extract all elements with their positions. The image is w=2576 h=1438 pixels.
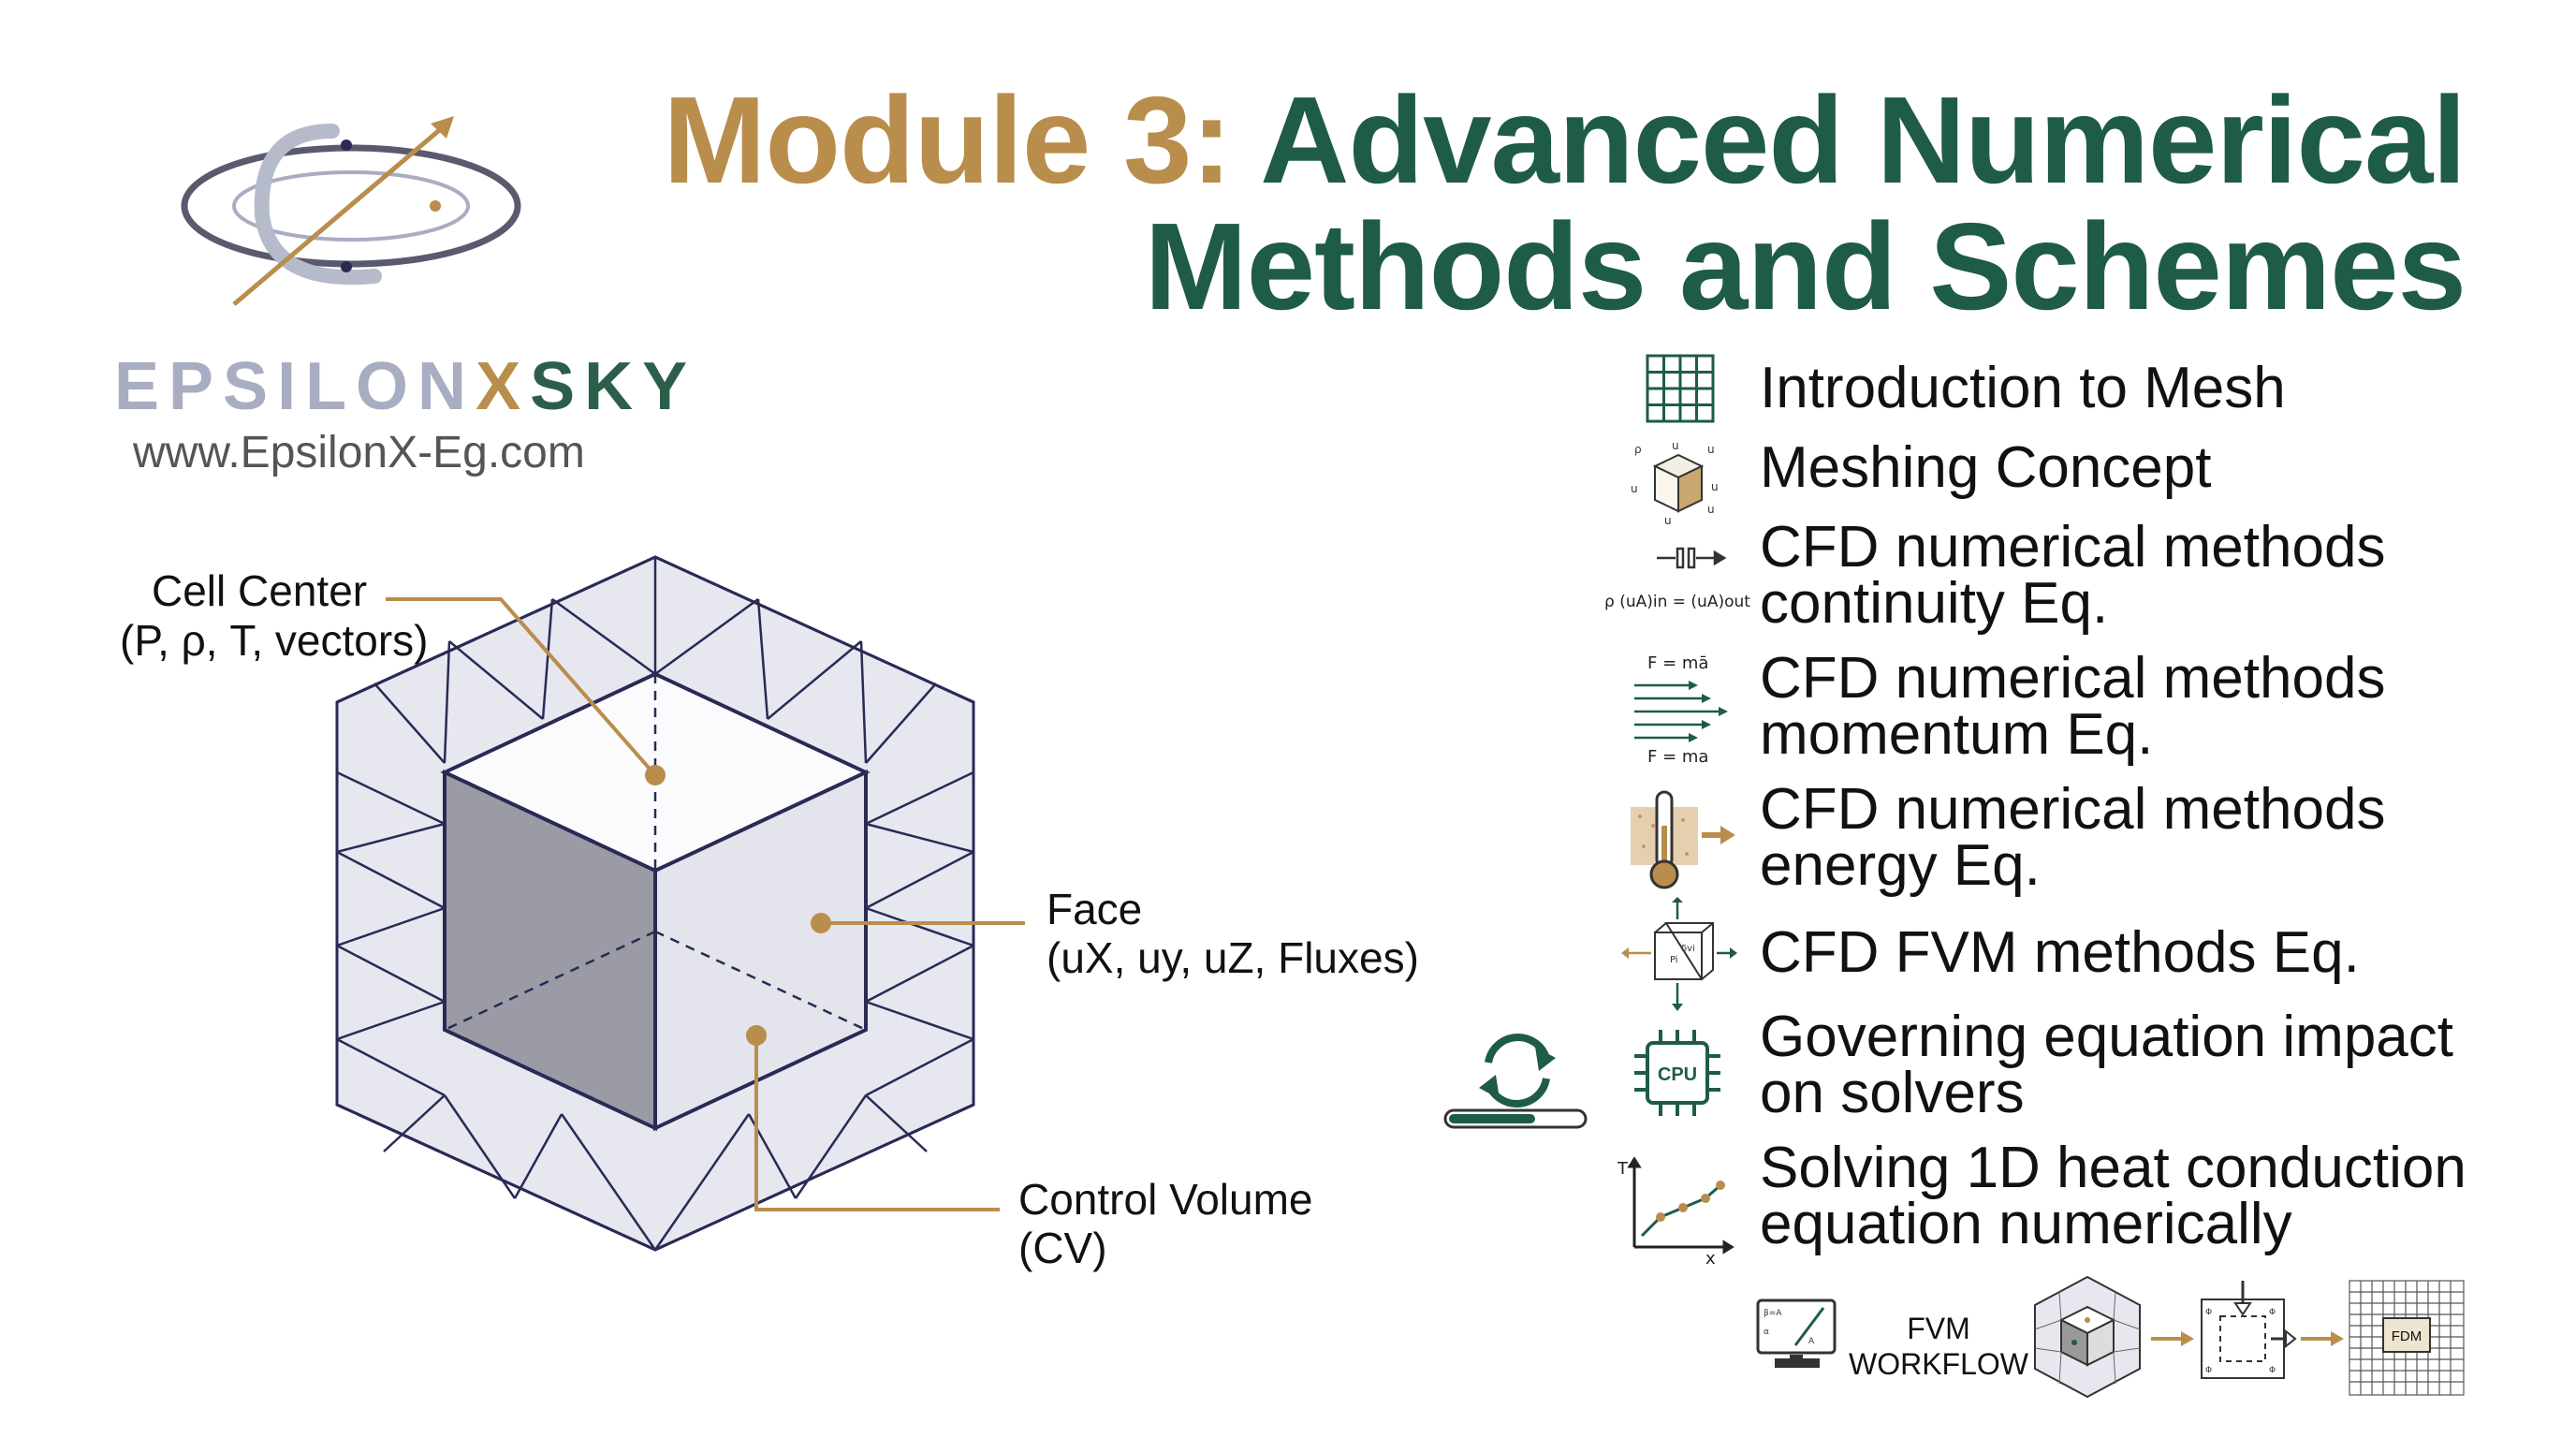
svg-text:α: α <box>1764 1328 1769 1337</box>
workflow-flux-cell-icon: Φ Φ Φ Φ <box>2201 1281 2297 1379</box>
svg-text:Pi: Pi <box>1670 955 1678 965</box>
grid-icon <box>1646 354 1715 423</box>
svg-text:ρ (uA)in = (uA)out: ρ (uA)in = (uA)out <box>1604 593 1750 611</box>
svg-text:T: T <box>1617 1159 1629 1179</box>
svg-text:Φ: Φ <box>2205 1366 2212 1375</box>
svg-text:β=A: β=A <box>1764 1309 1782 1318</box>
svg-text:Φ: Φ <box>2205 1308 2212 1317</box>
svg-text:u: u <box>1672 439 1679 452</box>
workflow-mesh-cube-icon <box>2034 1275 2141 1399</box>
svg-text:CPU: CPU <box>1658 1064 1697 1085</box>
svg-text:A: A <box>1808 1337 1815 1346</box>
force-arrows-icon: F = mā F = ma <box>1634 653 1728 767</box>
brand-logo <box>181 116 521 306</box>
cpu-icon: CPU <box>1634 1030 1720 1116</box>
svg-text:Φ: Φ <box>2269 1308 2276 1317</box>
svg-text:u: u <box>1631 482 1638 495</box>
page-title: Module 3: Advanced Numerical Methods and… <box>663 71 2466 335</box>
svg-text:δvi: δvi <box>1681 944 1695 954</box>
control-volume-label: Control Volume(CV) <box>1018 1175 1313 1272</box>
face-label: Face(uX, uy, uZ, Fluxes) <box>1046 885 1419 982</box>
topic-intro-mesh: Introduction to Mesh <box>1760 356 2286 420</box>
svg-text:u: u <box>1707 443 1715 456</box>
thermometer-icon <box>1631 790 1735 889</box>
topic-fvm: CFD FVM methods Eq. <box>1760 920 2360 985</box>
svg-text:u: u <box>1711 480 1719 493</box>
continuity-icon: ρ (uA)in = (uA)out <box>1604 547 1750 611</box>
workflow-arrow-2 <box>2301 1331 2344 1346</box>
website-url: www.EpsilonX-Eg.com <box>133 428 585 477</box>
fvm-cube-icon: δvi Pi <box>1621 897 1737 1011</box>
cell-center-label: Cell Center <box>152 566 368 615</box>
svg-text:FDM: FDM <box>2392 1328 2422 1344</box>
svg-text:F = ma: F = ma <box>1647 747 1708 767</box>
topic-meshing-concept: Meshing Concept <box>1760 435 2212 500</box>
sync-progress-icon <box>1443 1034 1588 1129</box>
cell-center-sublabel: (P, ρ, T, vectors) <box>120 616 429 665</box>
workflow-fdm-grid-icon: FDM <box>2349 1280 2465 1396</box>
svg-text:u: u <box>1707 503 1715 516</box>
svg-text:x: x <box>1705 1249 1716 1266</box>
svg-text:Φ: Φ <box>2269 1366 2276 1375</box>
plot-icon: T x <box>1617 1157 1734 1266</box>
workstation-icon: β=A αA <box>1756 1299 1837 1368</box>
control-volume-diagram <box>335 555 975 1252</box>
brand-name: EPSILONXSKY <box>114 349 697 424</box>
svg-text:u: u <box>1664 514 1672 527</box>
svg-text:ρ: ρ <box>1634 443 1642 456</box>
svg-text:F = mā: F = mā <box>1647 653 1708 673</box>
workflow-arrow-1 <box>2151 1331 2194 1346</box>
